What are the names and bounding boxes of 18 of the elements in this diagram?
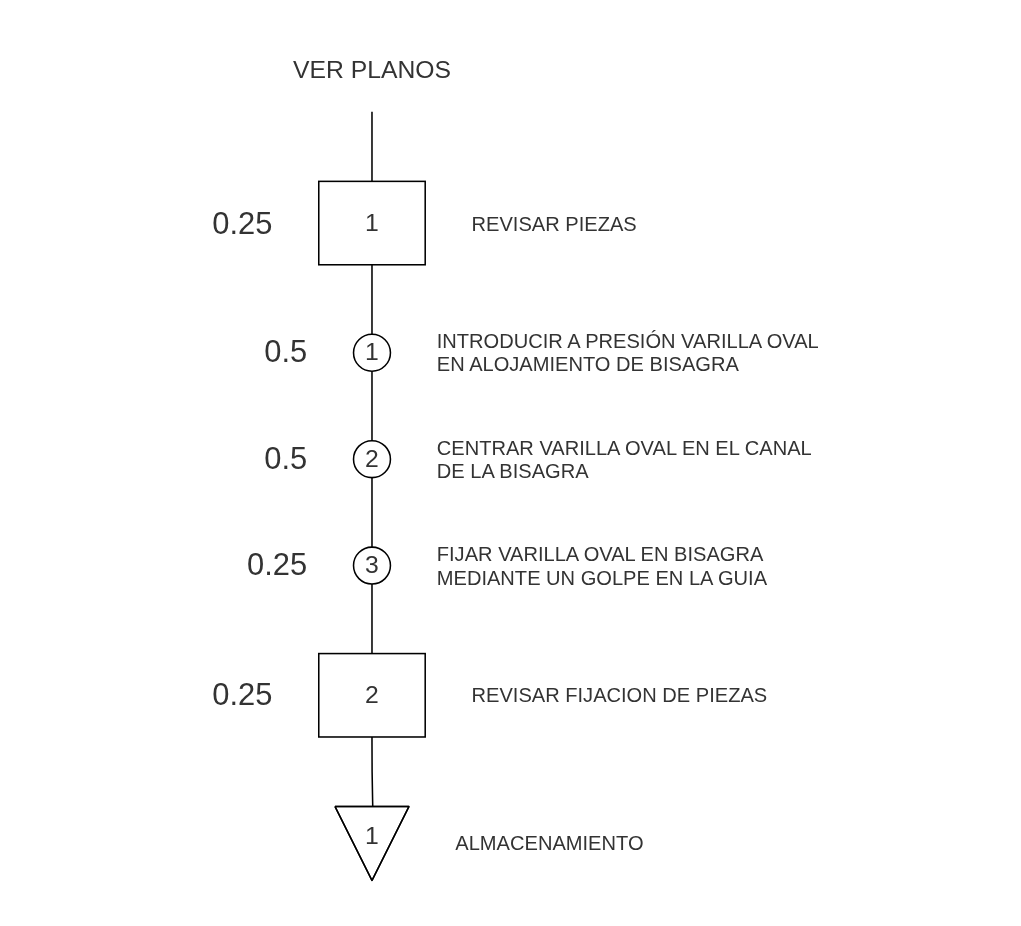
time-value: 0.5 [263,334,307,371]
step-description: INTRODUCIR A PRESIÓN VARILLA OVAL EN ALOJAMIENTO DE BISAGRA [436,329,819,376]
step-description: ALMACENAMIENTO [454,831,643,856]
time-value: 0.25 [246,547,307,584]
time-value: 0.25 [211,205,272,241]
inspection-box: 1 [317,180,426,266]
step-description: REVISAR FIJACION DE PIEZAS [471,683,767,707]
operation-circle: 2 [352,439,391,479]
storage-triangle: 1 [333,805,410,882]
operation-circle: 1 [352,333,391,372]
time-value: 0.5 [263,441,307,477]
operation-circle: 3 [352,546,391,585]
step-description: FIJAR VARILLA OVAL EN BISAGRA MEDIANTE UN GOLPE EN LA GUIA [436,542,768,589]
text-label: VER PLANOS [292,56,451,83]
step-description: CENTRAR VARILLA OVAL EN EL CANAL DE LA BISAGRA [436,436,812,483]
step-description: REVISAR PIEZAS [471,211,637,235]
time-value: 0.25 [211,677,272,714]
inspection-box: 2 [317,652,426,738]
